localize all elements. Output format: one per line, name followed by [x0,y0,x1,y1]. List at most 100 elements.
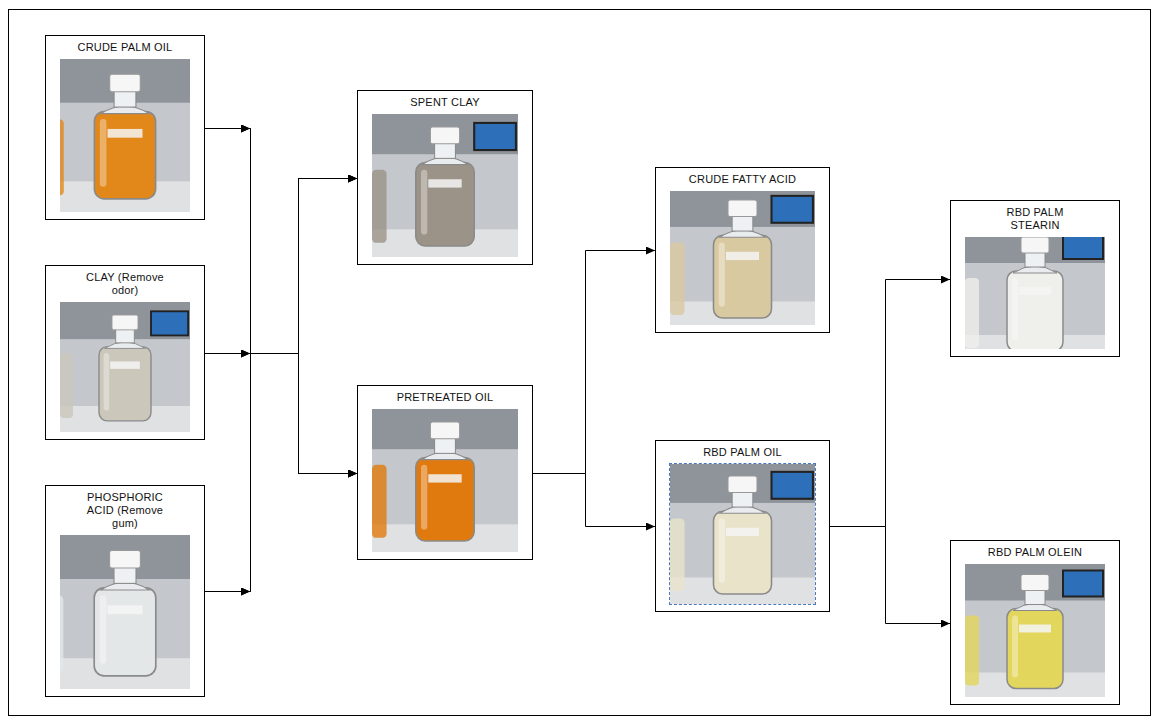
bottle-cap [110,550,141,568]
bottle-picture [60,535,190,689]
bottle-photo [670,191,815,325]
box-title: PRETREATED OIL [370,391,520,404]
flow-arrow [205,354,357,474]
bottle-label [428,179,461,187]
flow-line [205,179,357,592]
flow-line [205,354,357,474]
box-title: RBD PALM STEARIN [990,206,1080,232]
bottle-body [714,235,772,318]
frame-border [9,10,1151,716]
box-title: RBD PALM OIL [668,446,818,459]
bottle-body [99,347,151,421]
side-bottle [670,518,685,591]
bottle-picture [670,464,815,604]
bottle-highlight [719,518,725,582]
process-box: RBD PALM OLEIN [950,540,1120,705]
bottle-label [726,528,759,536]
monitor [474,123,516,150]
bottle-photo [965,564,1105,697]
side-bottle [60,353,73,418]
bottle-highlight [104,353,110,411]
process-box: RBD PALM OIL [655,440,830,612]
bottle-cap [1021,237,1049,253]
flow-line [533,474,655,527]
monitor [1063,571,1103,597]
photo-background [670,191,815,325]
side-bottle [372,465,387,538]
bottle-picture [372,409,518,552]
photo-background [670,464,815,604]
bottle-body [714,511,772,594]
process-box: RBD PALM STEARIN [950,200,1120,357]
bottle-cap [1021,575,1049,591]
bottle-label [428,474,461,482]
bottle-photo [372,114,518,257]
photo-background [372,114,518,257]
process-box: CRUDE PALM OIL [45,35,205,220]
flow-line [205,129,357,354]
bottle-picture [372,114,518,257]
box-title: SPENT CLAY [370,96,520,109]
bottle-body [416,458,474,541]
flow-arrow [205,129,357,474]
bottle-body [94,111,155,198]
flow-arrow [533,474,655,527]
flow-arrow [205,129,357,354]
flow-arrow [533,251,655,474]
box-title: PHOSPHORIC ACID (Remove gum) [80,491,170,530]
box-title: CLAY (Remove odor) [80,271,170,297]
flow-line [533,251,655,474]
bottle-picture [60,302,190,432]
bottle-label [110,361,140,368]
flow-arrow [205,179,357,592]
bottle-photo [60,535,190,689]
flow-arrow [830,280,950,527]
photo-background [965,564,1105,697]
side-bottle [60,596,63,673]
monitor [1063,237,1103,259]
photo-background [60,59,190,212]
flow-line [830,280,950,527]
side-bottle [60,119,64,196]
photo-background [372,409,518,552]
monitor [151,311,188,335]
bottle-body [1007,271,1063,349]
bottle-body [1007,609,1063,689]
bottle-label [726,252,759,260]
bottle-picture [670,191,815,325]
bottle-label [108,129,143,138]
photo-background [60,302,190,432]
side-bottle [670,242,685,315]
bottle-picture [965,237,1105,349]
bottle-cap [728,200,757,217]
bottle-body [416,163,474,246]
process-box: SPENT CLAY [357,90,533,265]
bottle-label [107,605,142,614]
bottle-label [1019,287,1051,295]
bottle-photo [965,237,1105,349]
flow-line [205,179,357,354]
flow-arrow [205,179,357,354]
flow-line [205,354,357,592]
bottle-cap [112,315,138,330]
side-bottle [965,616,979,686]
process-box: CLAY (Remove odor) [45,265,205,440]
bottle-cap [110,74,141,91]
monitor [772,472,813,499]
photo-background [965,237,1105,349]
bottle-body [94,588,156,676]
photo-background [60,535,190,689]
monitor [772,196,813,223]
bottle-picture [60,59,190,212]
bottle-highlight [719,242,725,306]
bottle-highlight [100,596,107,664]
bottle-cap [430,127,459,144]
bottle-photo [670,464,815,604]
process-box: CRUDE FATTY ACID [655,167,830,333]
bottle-highlight [421,170,427,235]
bottle-photo [372,409,518,552]
bottle-highlight [100,119,107,187]
bottle-highlight [1012,278,1018,340]
box-title: CRUDE PALM OIL [55,41,195,54]
